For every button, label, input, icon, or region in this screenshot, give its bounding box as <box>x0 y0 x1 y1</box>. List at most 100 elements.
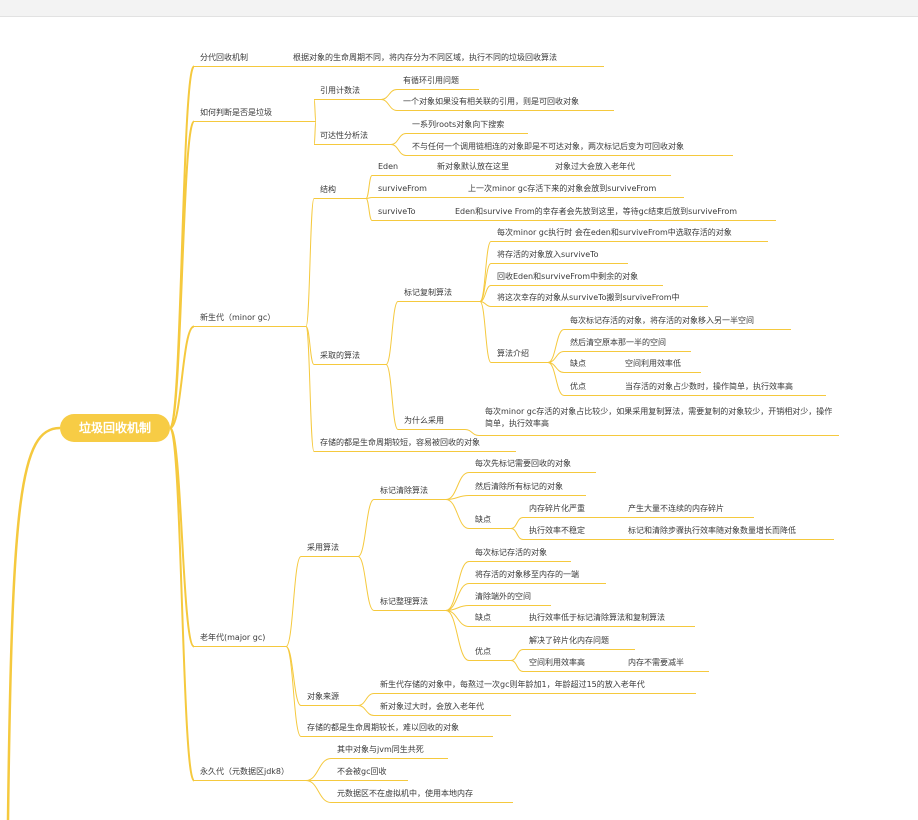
connector <box>385 364 399 430</box>
node-n2b1[interactable]: 一系列roots对象向下搜索 <box>412 120 505 129</box>
node-n4a2e1[interactable]: 解决了碎片化内存问题 <box>529 636 609 645</box>
node-underline <box>374 715 511 716</box>
connector <box>380 99 398 111</box>
node-n5a[interactable]: 其中对象与jvm同生共死 <box>337 745 424 754</box>
connector <box>169 120 195 429</box>
node-n4a1c2a[interactable]: 标记和清除步骤执行效率随对象数量增长而降低 <box>628 526 796 535</box>
connector <box>510 517 524 529</box>
node-n3a2a[interactable]: 上一次minor gc存活下来的对象会放到surviveFrom <box>468 184 657 193</box>
node-underline <box>523 649 635 650</box>
node-underline <box>523 517 605 518</box>
connector <box>445 583 470 611</box>
connector <box>445 561 470 611</box>
connector <box>305 198 315 327</box>
node-n3a3a[interactable]: Eden和survive From的幸存者会先放到这里，等待gc结束后放到sur… <box>455 207 738 216</box>
node-n4a2d1[interactable]: 执行效率低于标记清除算法和复制算法 <box>529 613 665 622</box>
node-n3b2[interactable]: 为什么采用 <box>404 416 444 425</box>
node-n4a1c2[interactable]: 执行效率不稳定 <box>529 526 585 535</box>
node-n4c[interactable]: 存储的都是生命周期较长，难以回收的对象 <box>307 723 459 732</box>
node-n2[interactable]: 如何判断是否是垃圾 <box>200 108 272 117</box>
node-n3b1a[interactable]: 每次minor gc执行时 会在eden和surviveFrom中选取存活的对象 <box>497 228 732 237</box>
node-n3b1e2[interactable]: 然后清空原本那一半的空间 <box>570 338 666 347</box>
node-n4a2b[interactable]: 将存活的对象移至内存的一端 <box>475 570 579 579</box>
node-n3b1e3a[interactable]: 空间利用效率低 <box>625 359 681 368</box>
node-n4a2e[interactable]: 优点 <box>475 647 491 656</box>
node-n1a[interactable]: 根据对象的生命周期不同，将内存分为不同区域，执行不同的垃圾回收算法 <box>293 53 557 62</box>
node-underline <box>314 364 386 365</box>
node-n4a2c[interactable]: 清除端外的空间 <box>475 592 531 601</box>
connector <box>305 780 332 803</box>
node-n5c[interactable]: 元数据区不在虚拟机中，使用本地内存 <box>337 789 473 798</box>
connector <box>464 429 480 436</box>
node-n4a1c1[interactable]: 内存碎片化严重 <box>529 504 585 513</box>
node-n3b1e4[interactable]: 优点 <box>570 382 586 391</box>
node-underline <box>491 362 548 363</box>
node-underline <box>374 610 446 611</box>
node-underline <box>372 220 434 221</box>
node-n5b[interactable]: 不会被gc回收 <box>337 767 387 776</box>
node-n4a2e2a[interactable]: 内存不需要减半 <box>628 658 684 667</box>
connector <box>357 693 375 706</box>
node-n1[interactable]: 分代回收机制 <box>200 53 248 62</box>
node-n2a[interactable]: 引用计数法 <box>320 86 360 95</box>
node-n4a2e2[interactable]: 空间利用效率高 <box>529 658 585 667</box>
node-underline <box>431 175 563 176</box>
node-underline <box>564 395 606 396</box>
node-n4a2d[interactable]: 缺点 <box>475 613 491 622</box>
node-n3b1e4a[interactable]: 当存活的对象占少数时，操作简单，执行效率高 <box>625 382 793 391</box>
node-n2a2[interactable]: 一个对象如果没有相关联的引用，则是可回收对象 <box>403 97 579 106</box>
node-underline <box>523 539 605 540</box>
node-n3a2[interactable]: surviveFrom <box>378 184 427 193</box>
node-n4a1[interactable]: 标记清除算法 <box>380 486 428 495</box>
node-n4b[interactable]: 对象来源 <box>307 692 339 701</box>
node-n4b2[interactable]: 新对象过大时，会放入老年代 <box>380 702 484 711</box>
node-n4a2[interactable]: 标记整理算法 <box>380 597 428 606</box>
node-n4b1[interactable]: 新生代存储的对象中，每熬过一次gc则年龄加1，年龄超过15的放入老年代 <box>380 680 645 689</box>
node-n3b1d[interactable]: 将这次幸存的对象从surviveTo搬到surviveFrom中 <box>497 293 680 302</box>
node-n2a1[interactable]: 有循环引用问题 <box>403 76 459 85</box>
connector <box>365 175 373 199</box>
node-n4a1c[interactable]: 缺点 <box>475 515 491 524</box>
connector <box>510 649 524 661</box>
node-n4a2a[interactable]: 每次标记存活的对象 <box>475 548 547 557</box>
node-underline <box>406 155 733 156</box>
node-n3c[interactable]: 存储的都是生命周期较短，容易被回收的对象 <box>320 438 480 447</box>
node-underline <box>619 395 826 396</box>
node-n3b1c[interactable]: 回收Eden和surviveFrom中剩余的对象 <box>497 272 639 281</box>
node-n3b1[interactable]: 标记复制算法 <box>404 288 452 297</box>
connector <box>390 144 407 156</box>
node-underline <box>449 220 776 221</box>
connector <box>510 660 524 672</box>
node-n3b1b[interactable]: 将存活的对象放入surviveTo <box>497 250 599 259</box>
node-n4a1b[interactable]: 然后清除所有标记的对象 <box>475 482 563 491</box>
node-underline <box>491 263 628 264</box>
node-n3b[interactable]: 采取的算法 <box>320 351 360 360</box>
node-n3a3[interactable]: surviveTo <box>378 207 416 216</box>
node-underline <box>564 329 791 330</box>
node-n4a[interactable]: 采用算法 <box>307 543 339 552</box>
node-n4[interactable]: 老年代(major gc) <box>200 633 266 642</box>
node-n4a1c1a[interactable]: 产生大量不连续的内存碎片 <box>628 504 724 513</box>
node-underline <box>372 175 424 176</box>
node-n3[interactable]: 新生代（minor gc） <box>200 313 276 322</box>
connector <box>285 556 302 647</box>
node-n5[interactable]: 永久代（元数据区jdk8） <box>200 767 290 776</box>
node-n3b1e1[interactable]: 每次标记存活的对象，将存活的对象移入另一半空间 <box>570 316 754 325</box>
connector <box>390 133 407 145</box>
node-underline <box>194 780 306 781</box>
node-underline <box>619 372 701 373</box>
node-n3a[interactable]: 结构 <box>320 185 336 194</box>
root-node[interactable]: 垃圾回收机制 <box>60 414 170 442</box>
node-underline <box>469 626 511 627</box>
node-underline <box>469 528 511 529</box>
node-n3b1e[interactable]: 算法介绍 <box>497 349 529 358</box>
node-n3a1a[interactable]: 新对象默认放在这里 <box>437 162 509 171</box>
node-n3b2a[interactable]: 每次minor gc存活的对象占比较少，如果采用复制算法，需要复制的对象较少，开… <box>485 407 833 428</box>
node-n3b1e3[interactable]: 缺点 <box>570 359 586 368</box>
node-n2b2[interactable]: 不与任何一个调用链相连的对象即是不可达对象，两次标记后变为可回收对象 <box>412 142 684 151</box>
node-n2b[interactable]: 可达性分析法 <box>320 131 368 140</box>
node-n3a1b[interactable]: 对象过大会放入老年代 <box>555 162 635 171</box>
node-n3a1[interactable]: Eden <box>378 162 399 171</box>
node-n4a1a[interactable]: 每次先标记需要回收的对象 <box>475 459 571 468</box>
